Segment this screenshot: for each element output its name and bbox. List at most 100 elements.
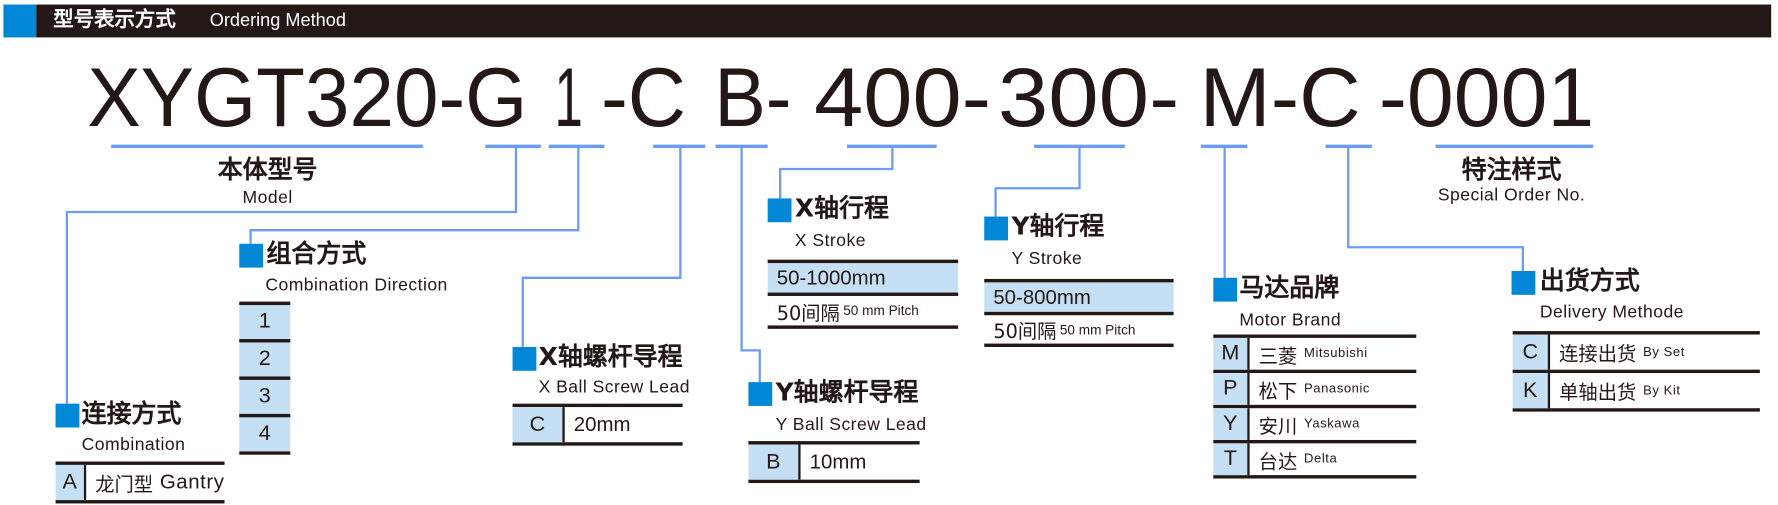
leader-direction — [249, 146, 580, 244]
x-lead-title-en: X Ball Screw Lead — [538, 377, 690, 397]
header-accent-square — [3, 4, 37, 38]
delivery-marker-icon — [1511, 271, 1536, 295]
stroke-pitch-cn: 50间隔 — [776, 302, 840, 325]
table-row: 1 — [239, 301, 291, 340]
option-label: 安川 Yaskawa — [1250, 408, 1360, 440]
leader-x-stroke — [779, 146, 894, 199]
table-row: 3 — [239, 376, 291, 414]
option-code: P — [1213, 373, 1250, 405]
x-stroke-title-en: X Stroke — [794, 231, 866, 251]
option-code: K — [1512, 373, 1551, 409]
combination-title-cn: 连接方式 — [81, 400, 182, 429]
x-lead-marker-icon — [512, 346, 537, 371]
option-code: B — [748, 444, 801, 480]
option-label-cn: 连接出货 — [1559, 343, 1637, 367]
stroke-range: 50-1000mm — [767, 259, 959, 293]
header-bar — [36, 4, 1772, 38]
motor-title-en: Motor Brand — [1239, 310, 1342, 330]
x-stroke-title-cn: X轴行程 — [794, 195, 889, 224]
combination-table: A 龙门型 Gantry — [55, 461, 225, 504]
table-row: K 单轴出货 By Kit — [1512, 369, 1760, 409]
code-segment-combination: 1 — [554, 50, 582, 144]
code-segment-motor-delivery: M-C — [1200, 50, 1361, 144]
special-title-en: Special Order No. — [1437, 185, 1586, 206]
y-lead-title-cn: Y轴螺杆导程 — [775, 378, 919, 408]
stroke-pitch: 50间隔 50 mm Pitch — [984, 311, 1174, 344]
combination-marker-icon — [55, 403, 80, 428]
option-code: A — [55, 464, 87, 501]
option-label-en: Mitsubishi — [1304, 346, 1368, 361]
x-stroke-table: 50-1000mm 50间隔 50 mm Pitch — [767, 259, 959, 329]
code-segment-special: -0001 — [1379, 50, 1594, 144]
y-lead-title-en: Y Ball Screw Lead — [775, 415, 927, 435]
delivery-title-cn: 出货方式 — [1539, 267, 1640, 296]
table-row: C 连接出货 By Set — [1512, 331, 1760, 370]
option-label-cn: 台达 — [1258, 450, 1298, 474]
table-row: P 松下 Panasonic — [1213, 369, 1417, 405]
x-stroke-marker-icon — [767, 198, 792, 223]
motor-title-cn: 马达品牌 — [1239, 274, 1340, 303]
y-lead-table: B 10mm — [748, 441, 920, 484]
x-lead-title-cn: X轴螺杆导程 — [538, 343, 683, 372]
option-label-cn: 龙门型 — [95, 473, 154, 497]
option-label-cn: 单轴出货 — [1559, 382, 1637, 405]
option-code: M — [1213, 337, 1250, 370]
code-segment-x-lead: -C — [601, 50, 686, 144]
header-title-en: Ordering Method — [209, 11, 346, 31]
option-label-cn: 安川 — [1258, 415, 1298, 439]
option-label-en: By Kit — [1643, 383, 1681, 398]
option-label-en: Panasonic — [1304, 382, 1371, 396]
model-code: XYGT320-G 1 -C B- 400- 300- M-C -0001 — [87, 50, 1594, 144]
direction-title-cn: 组合方式 — [266, 240, 367, 269]
table-row: 2 — [239, 339, 291, 377]
y-stroke-title-cn: Y轴行程 — [1011, 213, 1105, 242]
option-label: 连接出货 By Set — [1550, 335, 1685, 370]
option-label: 单轴出货 By Kit — [1550, 373, 1680, 408]
option-code: C — [512, 407, 565, 443]
option-label-en: By Set — [1643, 345, 1685, 359]
option-code: T — [1213, 443, 1250, 476]
stroke-pitch-en: 50 mm Pitch — [843, 302, 919, 319]
direction-title-en: Combination Direction — [265, 275, 448, 295]
motor-marker-icon — [1213, 277, 1238, 302]
code-segment-x-stroke: 400- — [814, 50, 991, 144]
stroke-pitch-en: 50 mm Pitch — [1059, 321, 1136, 338]
model-title-en: Model — [242, 188, 293, 208]
option-code: C — [1512, 334, 1551, 370]
stroke-pitch-cn: 50间隔 — [993, 320, 1057, 344]
option-label-en: Gantry — [159, 470, 225, 494]
option-label: 松下 Panasonic — [1250, 373, 1370, 405]
table-row: B 10mm — [748, 441, 920, 480]
y-stroke-title-en: Y Stroke — [1011, 249, 1083, 269]
model-title-cn: 本体型号 — [217, 156, 318, 185]
option-label: 龙门型 Gantry — [86, 465, 224, 500]
stroke-range: 50-800mm — [984, 278, 1174, 312]
y-stroke-table: 50-800mm 50间隔 50 mm Pitch — [984, 278, 1174, 347]
delivery-title-en: Delivery Methode — [1539, 302, 1684, 323]
direction-marker-icon — [239, 243, 264, 268]
option-label-en: Yaskawa — [1304, 417, 1360, 431]
stroke-pitch: 50间隔 50 mm Pitch — [767, 292, 959, 326]
leader-delivery — [1347, 146, 1525, 272]
option-value: 20mm — [573, 412, 631, 436]
combination-title-en: Combination — [81, 435, 186, 455]
code-segment-model: XYGT320-G — [87, 50, 527, 144]
table-row: A 龙门型 Gantry — [55, 461, 225, 501]
x-lead-table: C 20mm — [512, 403, 683, 446]
option-value: 10mm — [809, 450, 867, 473]
leader-lines — [65, 146, 1525, 404]
leader-y-stroke — [994, 146, 1081, 217]
table-row: 4 — [239, 413, 291, 452]
option-label-cn: 松下 — [1258, 380, 1298, 404]
code-segment-y-lead: B- — [714, 50, 791, 144]
leader-x-lead — [521, 146, 682, 347]
leader-y-lead — [740, 146, 761, 383]
